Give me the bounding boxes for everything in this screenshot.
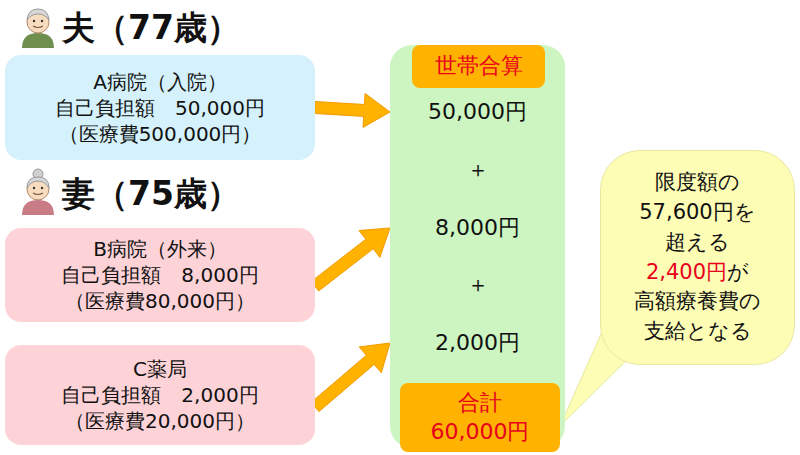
amount-text: ＋ xyxy=(390,155,565,185)
husband-icon xyxy=(22,9,54,48)
box-text: C薬局 xyxy=(133,356,187,382)
amount-text: 50,000円 xyxy=(390,97,565,127)
hospital-box: B病院（外来）自己負担額 8,000円（医療費80,000円） xyxy=(5,228,315,322)
amount-text: 2,000円 xyxy=(390,328,565,358)
arrow-shape xyxy=(311,228,390,291)
box-text: 自己負担額 2,000円 xyxy=(61,382,258,408)
callout-bubble: 限度額の57,600円を超える2,400円が高額療養費の支給となる xyxy=(600,150,795,365)
callout-line: 超える xyxy=(665,228,730,258)
callout-line: 高額療養費の xyxy=(634,287,761,317)
arrow-shape xyxy=(311,343,390,412)
arrow-shape xyxy=(315,94,390,128)
household-panel: 50,000円 ＋ 8,000円 ＋ 2,000円世帯合算合計60,000円 xyxy=(390,45,565,448)
box-text: 自己負担額 8,000円 xyxy=(61,262,258,288)
callout-line: 限度額の xyxy=(655,168,740,198)
callout-text: 超える xyxy=(665,230,730,254)
wife-icon xyxy=(22,169,54,215)
callout-text: 限度額の xyxy=(655,170,740,194)
callout-line: 支給となる xyxy=(644,317,752,347)
callout-text: 57,600円を xyxy=(639,200,755,224)
box-text: 60,000円 xyxy=(431,418,530,447)
callout-text: 2,400円 xyxy=(646,260,727,284)
flow-arrow xyxy=(315,94,390,128)
box-text: B病院（外来） xyxy=(93,236,227,262)
box-text: （医療費500,000円） xyxy=(59,121,262,147)
header-box: 世帯合算 xyxy=(412,45,545,88)
amount-text: 8,000円 xyxy=(390,213,565,243)
callout-line: 57,600円を xyxy=(639,198,755,228)
box-text: 合計 xyxy=(458,389,502,418)
flow-arrow xyxy=(311,343,390,412)
callout-text: 高額療養費の xyxy=(634,289,761,313)
callout-text: 支給となる xyxy=(644,319,752,343)
total-box: 合計60,000円 xyxy=(400,383,560,452)
hospital-box: A病院（入院）自己負担額 50,000円（医療費500,000円） xyxy=(5,55,315,160)
callout-line: 2,400円が xyxy=(646,258,749,288)
person-label: 夫（77歳） xyxy=(62,6,240,51)
box-text: （医療費80,000円） xyxy=(65,288,255,314)
pharmacy-box: C薬局自己負担額 2,000円（医療費20,000円） xyxy=(5,345,315,445)
callout-text: が xyxy=(727,260,749,284)
box-text: （医療費20,000円） xyxy=(65,408,255,434)
box-text: 世帯合算 xyxy=(435,52,523,81)
flow-arrow xyxy=(311,228,390,291)
amount-text: ＋ xyxy=(390,270,565,300)
box-text: 自己負担額 50,000円 xyxy=(55,95,265,121)
box-text: A病院（入院） xyxy=(93,69,227,95)
person-label: 妻（75歳） xyxy=(62,172,240,217)
